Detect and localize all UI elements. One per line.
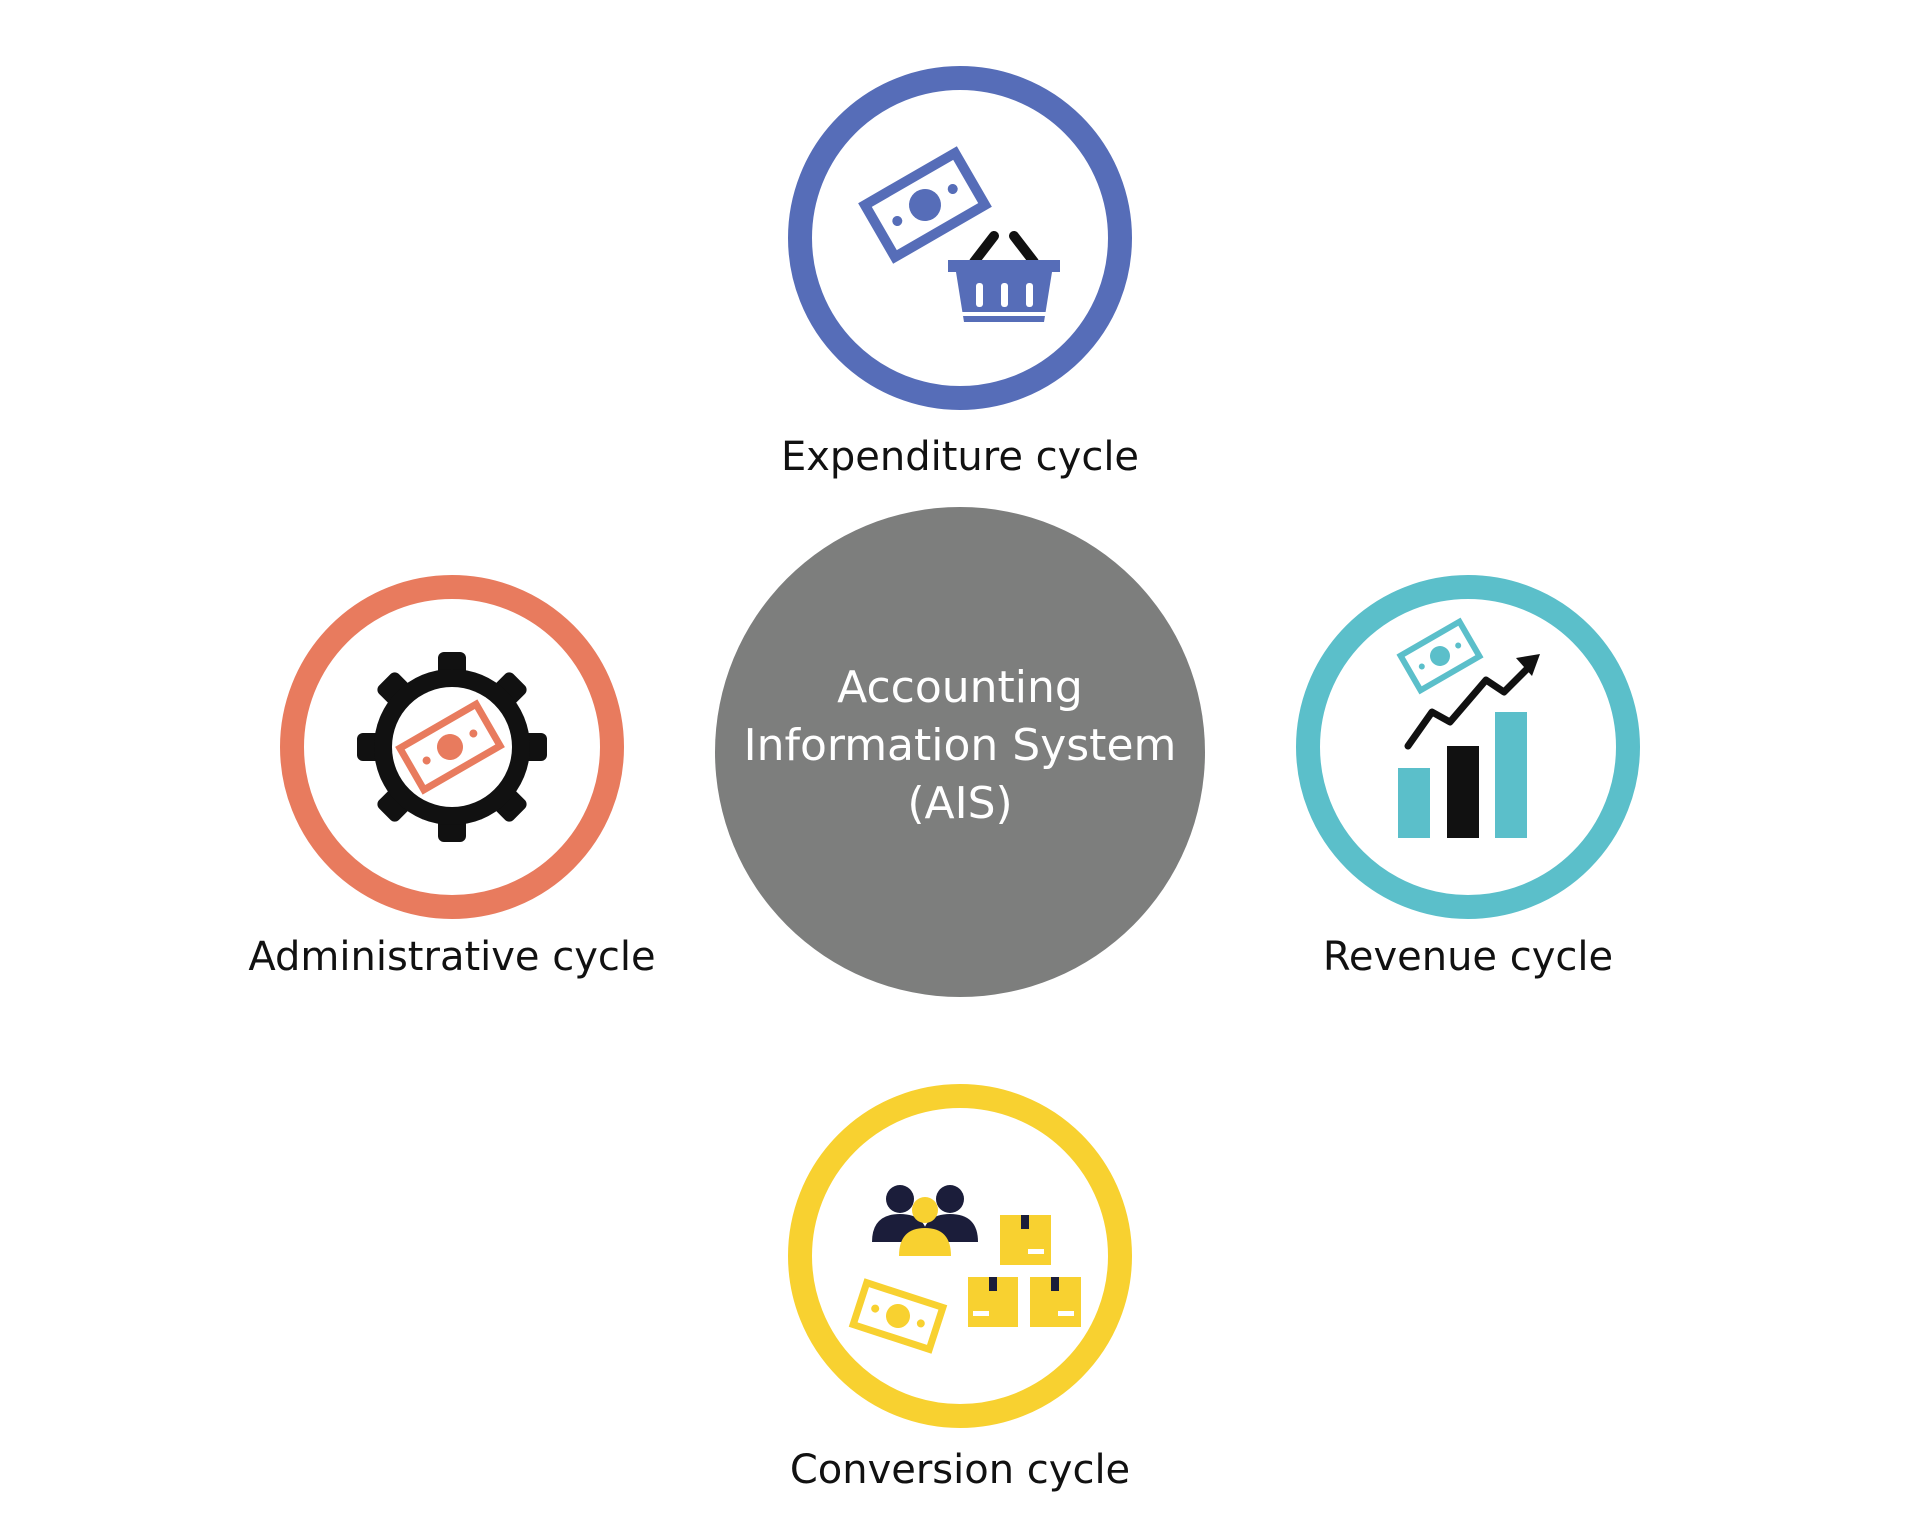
- revenue-cycle-label: Revenue cycle: [1323, 934, 1613, 980]
- center-label-line-3: (AIS): [907, 778, 1012, 829]
- center-circle: [715, 507, 1205, 997]
- revenue-cycle-node: Revenue cycle: [1296, 575, 1640, 980]
- center-label-line-1: Accounting: [837, 662, 1083, 713]
- ais-center-node: Accounting Information System (AIS): [715, 507, 1205, 997]
- expenditure-cycle-node: Expenditure cycle: [781, 66, 1139, 480]
- money-and-basket-icon: [858, 146, 1060, 322]
- administrative-cycle-node: Administrative cycle: [248, 575, 656, 980]
- conversion-cycle-label: Conversion cycle: [790, 1447, 1130, 1493]
- expenditure-ring: [788, 66, 1132, 410]
- expenditure-cycle-label: Expenditure cycle: [781, 434, 1139, 480]
- conversion-ring: [788, 1084, 1132, 1428]
- gear-with-money-icon: [357, 652, 547, 842]
- conversion-cycle-node: Conversion cycle: [788, 1084, 1132, 1493]
- money-and-growth-chart-icon: [1396, 617, 1540, 838]
- people-money-boxes-icon: [848, 1185, 1081, 1354]
- administrative-cycle-label: Administrative cycle: [248, 934, 655, 980]
- center-label-line-2: Information System: [744, 720, 1177, 771]
